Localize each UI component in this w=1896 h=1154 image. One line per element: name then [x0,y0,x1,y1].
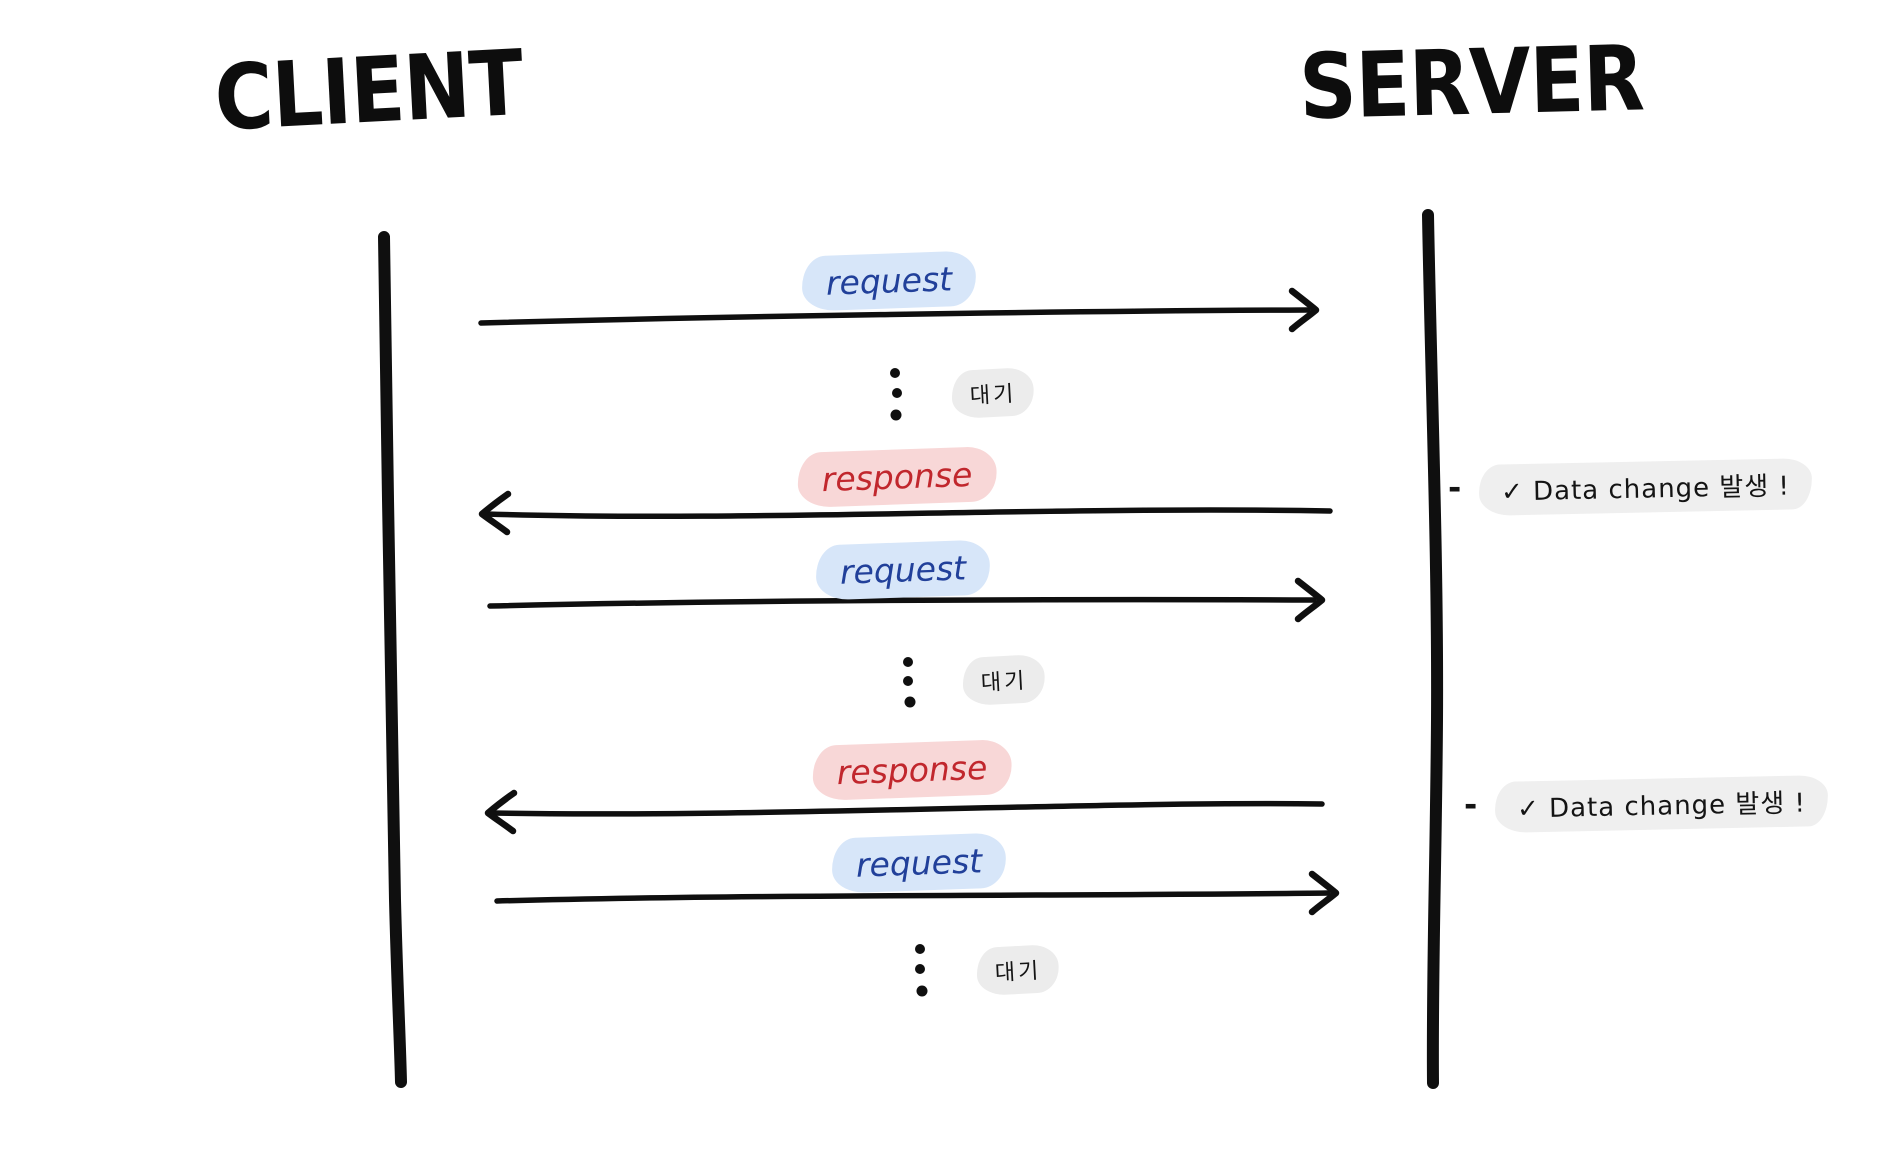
wait-label-1: 대기 [950,366,1036,420]
wait-label-2: 대기 [961,653,1047,707]
server-annotation-1: - ✓ Data change 발생 ! [1448,458,1813,516]
annotation-text: ✓ Data change 발생 ! [1494,775,1829,833]
message-label-response-2: response [811,739,1013,801]
server-annotation-2: - ✓ Data change 발생 ! [1464,775,1829,833]
client-lifeline [378,231,407,1088]
annotation-dash: - [1464,785,1478,823]
annotation-text: ✓ Data change 발생 ! [1478,458,1813,516]
message-label-request-3: request [831,832,1007,894]
arrow-request-2 [487,577,1326,623]
arrow-response-2 [484,789,1325,835]
server-lifeline [1422,209,1444,1089]
arrow-request-3 [494,870,1340,916]
message-label-request-2: request [815,539,991,601]
arrow-request-1 [478,287,1320,333]
annotation-dash: - [1448,468,1462,506]
wait-dots-3 [915,944,928,997]
wait-label-3: 대기 [975,943,1061,997]
server-title: SERVER [1298,26,1645,141]
client-title: CLIENT [212,31,526,152]
wait-dots-1 [890,368,902,421]
message-label-request-1: request [801,250,977,312]
arrow-response-1 [478,490,1333,536]
wait-dots-2 [903,657,916,708]
message-label-response-1: response [796,446,998,508]
